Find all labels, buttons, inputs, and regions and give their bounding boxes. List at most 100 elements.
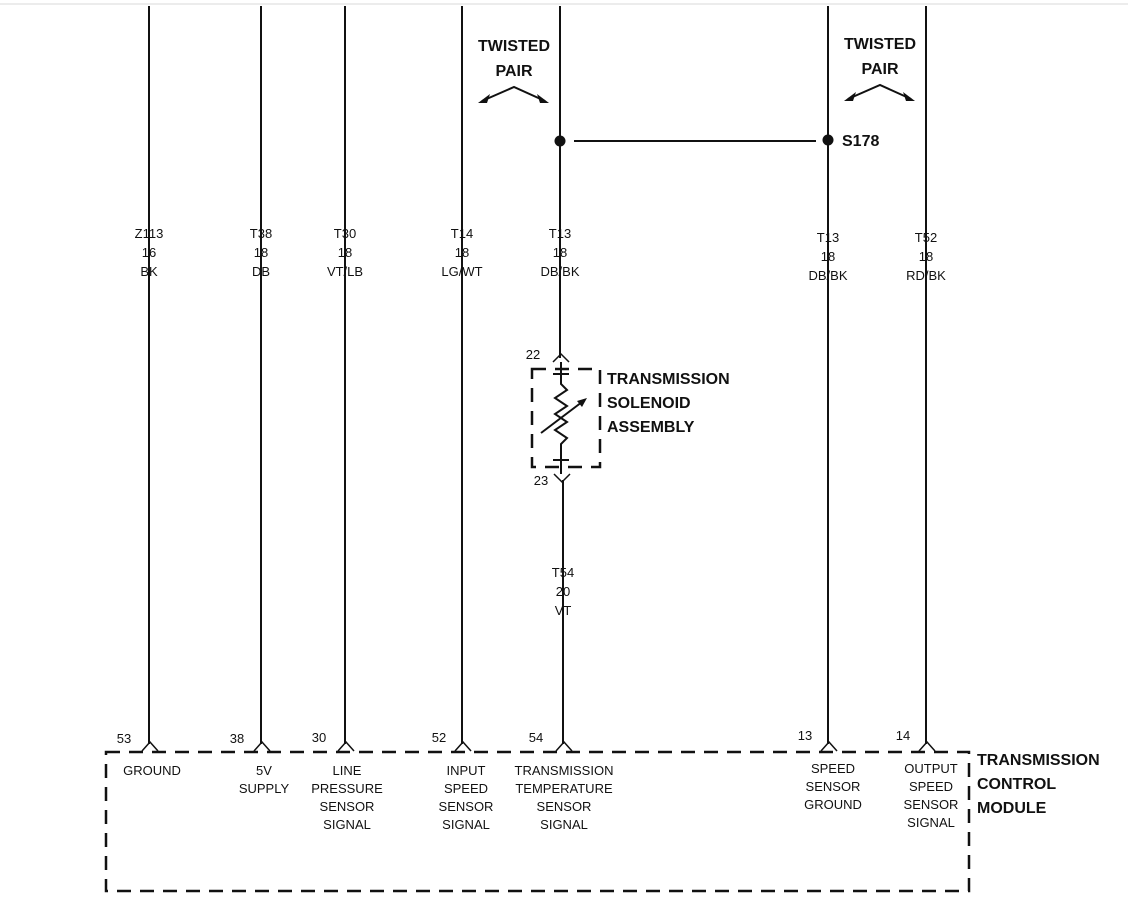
wire-gauge: 16	[142, 245, 156, 260]
connector-pin-53	[141, 740, 159, 752]
connector-pin-14	[918, 740, 936, 752]
splice-node-s178	[822, 134, 834, 146]
function-line: SENSOR	[537, 799, 592, 814]
function-line: LINE	[333, 763, 362, 778]
function-line: SPEED	[444, 781, 488, 796]
function-line: SENSOR	[320, 799, 375, 814]
transmission-control-module: TRANSMISSION CONTROL MODULE	[104, 750, 1100, 893]
pin-number: 30	[312, 730, 326, 745]
wire-label-t54: T54 20 VT	[552, 565, 574, 618]
wire-gauge: 20	[556, 584, 570, 599]
solenoid-connector-bottom	[553, 473, 571, 484]
function-line: GROUND	[123, 763, 181, 778]
wire-label-t13-right: T13 18 DB/BK	[808, 230, 847, 283]
splice-label: S178	[842, 133, 879, 150]
module-label-line3: MODULE	[977, 800, 1047, 817]
function-line: TRANSMISSION	[515, 763, 614, 778]
pin-function-30: LINE PRESSURE SENSOR SIGNAL	[311, 763, 383, 832]
pin-number: 13	[798, 728, 812, 743]
wire-gauge: 18	[919, 249, 933, 264]
solenoid-pin-top: 22	[526, 347, 540, 362]
connector-pin-54	[555, 740, 573, 752]
pin-function-54: TRANSMISSION TEMPERATURE SENSOR SIGNAL	[515, 763, 614, 832]
function-line: TEMPERATURE	[515, 781, 613, 796]
wire-circuit: T13	[817, 230, 839, 245]
solenoid-label-line2: SOLENOID	[607, 395, 691, 412]
wire-label-t38: T38 18 DB	[250, 226, 272, 279]
function-line: INPUT	[447, 763, 486, 778]
wire-color: VT	[555, 603, 572, 618]
function-line: SIGNAL	[540, 817, 588, 832]
wire-circuit: T54	[552, 565, 574, 580]
splice-node-left	[554, 135, 566, 147]
wire-label-t14: T14 18 LG/WT	[441, 226, 482, 279]
connector-pin-13	[820, 740, 838, 752]
function-line: SPEED	[909, 779, 953, 794]
solenoid-pin-bottom: 23	[534, 473, 548, 488]
wire-circuit: T52	[915, 230, 937, 245]
function-line: SIGNAL	[442, 817, 490, 832]
solenoid-dashed-box	[530, 367, 602, 469]
wire-gauge: 18	[553, 245, 567, 260]
wire-label-t13-left: T13 18 DB/BK	[540, 226, 579, 279]
wire-circuit: T30	[334, 226, 356, 241]
wire-gauge: 18	[821, 249, 835, 264]
connector-pin-38	[253, 740, 271, 752]
twisted-pair-right-arrowhead-right	[903, 92, 915, 101]
function-line: SUPPLY	[239, 781, 290, 796]
twisted-pair-left-arrowhead-left	[478, 94, 490, 103]
module-dashed-box	[104, 750, 971, 893]
twisted-pair-right-annotation: TWISTED PAIR	[844, 36, 916, 101]
wire-color: DB/BK	[540, 264, 579, 279]
function-line: SIGNAL	[323, 817, 371, 832]
function-line: SENSOR	[904, 797, 959, 812]
function-line: 5V	[256, 763, 272, 778]
solenoid-connector-top	[552, 352, 570, 363]
wire-circuit: Z113	[135, 226, 164, 241]
transmission-solenoid-assembly: 22 23 TRANSMISSION SOLENOID ASSEMBLY	[526, 347, 730, 488]
twisted-pair-right-arrowhead-left	[844, 92, 856, 101]
twisted-pair-right-line2: PAIR	[861, 61, 898, 78]
wire-color: LG/WT	[441, 264, 482, 279]
wire-color: VT/LB	[327, 264, 363, 279]
pin-number: 54	[529, 730, 543, 745]
twisted-pair-right-arrow	[847, 83, 912, 100]
wire-gauge: 18	[254, 245, 268, 260]
connector-pin-52	[454, 740, 472, 752]
wire-color: DB/BK	[808, 268, 847, 283]
pin-function-14: OUTPUT SPEED SENSOR SIGNAL	[904, 761, 959, 830]
pin-number: 38	[230, 731, 244, 746]
variable-resistor-arrow	[540, 401, 583, 434]
wire-color: RD/BK	[906, 268, 946, 283]
wire-label-z113: Z113 16 BK	[135, 226, 164, 279]
function-line: SIGNAL	[907, 815, 955, 830]
wire-circuit: T14	[451, 226, 473, 241]
wire-color: BK	[140, 264, 158, 279]
function-line: SPEED	[811, 761, 855, 776]
wire-label-t30: T30 18 VT/LB	[327, 226, 363, 279]
twisted-pair-left-line2: PAIR	[495, 63, 532, 80]
pin-function-13: SPEED SENSOR GROUND	[804, 761, 862, 812]
function-line: OUTPUT	[904, 761, 958, 776]
twisted-pair-left-arrow	[481, 85, 546, 102]
wire-color: DB	[252, 264, 270, 279]
wire-gauge: 18	[338, 245, 352, 260]
function-line: GROUND	[804, 797, 862, 812]
function-line: PRESSURE	[311, 781, 383, 796]
twisted-pair-left-annotation: TWISTED PAIR	[478, 38, 550, 103]
function-line: SENSOR	[439, 799, 494, 814]
module-label-line2: CONTROL	[977, 776, 1056, 793]
function-line: SENSOR	[806, 779, 861, 794]
connector-pin-30	[337, 740, 355, 752]
solenoid-label-line1: TRANSMISSION	[607, 371, 730, 388]
twisted-pair-right-line1: TWISTED	[844, 36, 916, 53]
twisted-pair-left-arrowhead-right	[537, 94, 549, 103]
thermistor-resistor-icon	[553, 374, 569, 460]
pin-number: 14	[896, 728, 910, 743]
variable-resistor-arrowhead-icon	[577, 398, 587, 407]
wire-label-t52: T52 18 RD/BK	[906, 230, 946, 283]
pin-function-53: GROUND	[123, 763, 181, 778]
wire-circuit: T13	[549, 226, 571, 241]
wire-gauge: 18	[455, 245, 469, 260]
